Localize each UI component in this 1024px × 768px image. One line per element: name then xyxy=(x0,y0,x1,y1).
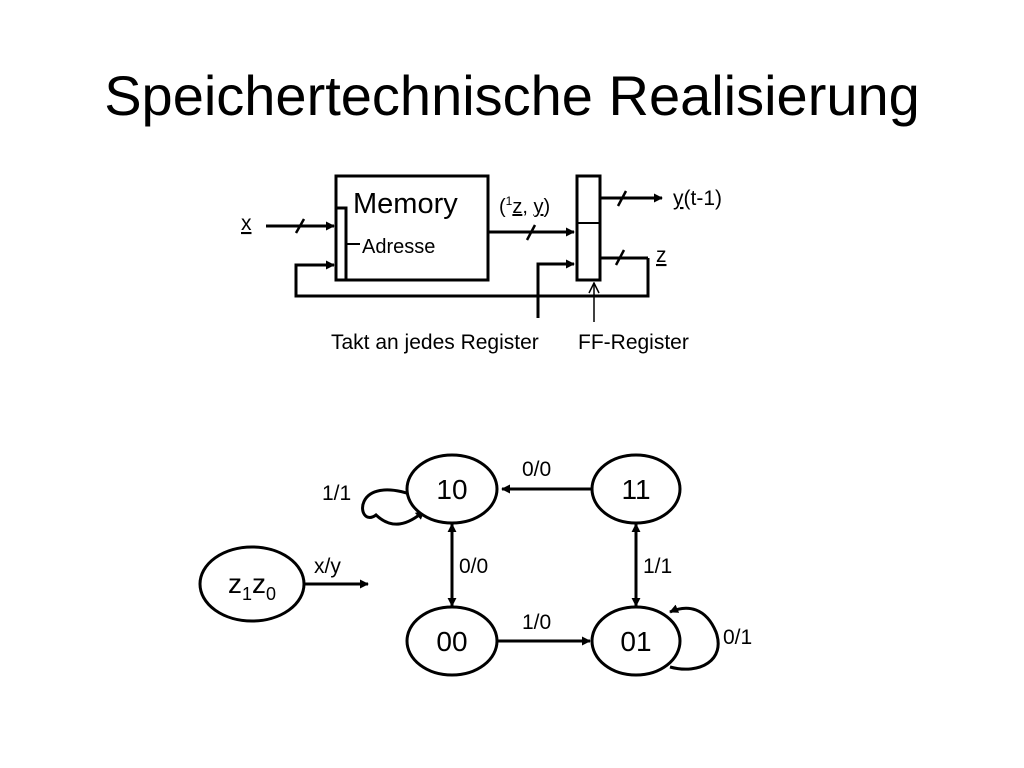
clock-caption: Takt an jedes Register xyxy=(331,331,539,354)
input-x-bus-slash xyxy=(294,218,306,234)
state-11 xyxy=(590,453,682,525)
address-label: Adresse xyxy=(362,236,435,258)
circuit-block xyxy=(266,174,663,322)
circuit-labels: x Memory Adresse (1z, y) y(t-1) z Takt a… xyxy=(241,187,722,354)
state-edges xyxy=(304,484,720,671)
transition-label-10-self: 1/1 xyxy=(322,482,351,505)
state-nodes xyxy=(198,453,682,677)
register-caption: FF-Register xyxy=(578,331,689,354)
state-11-label: 11 xyxy=(621,474,650,505)
edge-10-self xyxy=(361,488,425,526)
clock-line xyxy=(536,259,575,318)
transition-label-00-01: 1/0 xyxy=(522,611,551,634)
transition-label-11-01: 1/1 xyxy=(643,555,672,578)
output-z-label: z xyxy=(656,244,667,267)
slide-title: Speichertechnische Realisierung xyxy=(104,64,920,127)
state-01 xyxy=(590,605,682,677)
output-z-bus-slash xyxy=(614,249,626,266)
bus-label: (1z, y) xyxy=(499,194,550,218)
transition-labels: 1/1 0/0 0/0 1/1 1/0 0/1 x/y xyxy=(314,458,752,649)
legend-state xyxy=(198,545,306,623)
legend-state-label: z1z0 xyxy=(228,568,276,604)
legend-transition-label: x/y xyxy=(314,555,341,578)
state-labels: 10 11 00 01 z1z0 xyxy=(228,474,652,657)
input-x-label: x xyxy=(241,212,252,235)
transition-label-01-self: 0/1 xyxy=(723,626,752,649)
edge-01-self xyxy=(669,604,720,671)
memory-label: Memory xyxy=(353,188,458,220)
state-01-label: 01 xyxy=(620,626,651,657)
transition-label-11-10: 0/0 xyxy=(522,458,551,481)
memory-output-bus-slash xyxy=(525,224,537,241)
state-00-label: 00 xyxy=(436,626,467,657)
transition-label-10-00: 0/0 xyxy=(459,555,488,578)
state-10 xyxy=(405,453,499,525)
output-y-bus-slash xyxy=(616,190,628,207)
state-00 xyxy=(405,605,499,677)
state-10-label: 10 xyxy=(436,474,467,505)
feedback-line xyxy=(294,258,650,298)
ff-register xyxy=(575,174,602,282)
address-port xyxy=(334,206,348,282)
output-y-label: y(t-1) xyxy=(673,187,722,210)
